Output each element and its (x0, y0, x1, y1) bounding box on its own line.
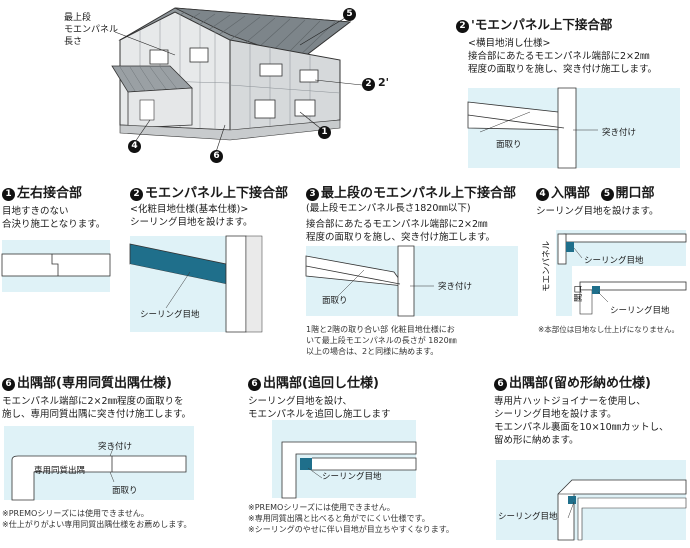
section-2-subtitle: <化粧目地仕様(基本仕様)> (130, 204, 249, 215)
label-6a-corner: 専用同質出隅 (34, 466, 86, 476)
house-marker-5: 5 (343, 8, 356, 21)
label-2prime-butt: 突き付け (602, 128, 637, 138)
section-6c-desc-4: 留め形に納めます。 (494, 435, 579, 446)
section-2prime-title-text: 'モエンパネル上下接合部 (471, 17, 613, 32)
badge-2prime: 2 (456, 20, 469, 33)
section-6a-note-1: ※PREMOシリーズには使用できません。 (2, 509, 149, 518)
label-6a-butt: 突き付け (98, 442, 133, 452)
label-3-butt: 突き付け (438, 282, 473, 292)
section-6a-title-text: 出隅部(専用同質出隅仕様) (17, 376, 172, 391)
badge-6c: 6 (494, 378, 507, 391)
section-6c-desc-3: モエンパネル裏面を10×10㎜カットし、 (494, 422, 669, 433)
diagram-6a (4, 426, 194, 501)
section-2prime: 2'モエンパネル上下接合部 <横目地消し仕様> 接合部にあたるモエンパネル端部に… (456, 14, 686, 76)
label-4-5-sealing-2: シーリング目地 (610, 306, 670, 316)
diagram-3 (305, 245, 518, 317)
badge-3: 3 (306, 188, 319, 201)
section-6b-desc-2: モエンパネルを追回し施工します (248, 409, 391, 420)
label-4-5-panel: モエンパネル (542, 240, 552, 292)
label-2prime-chamfer: 面取り (496, 140, 522, 150)
section-6b-note-3: ※シーリングのやせに伴い目地が目立ちやすくなります。 (248, 525, 454, 534)
section-6c-desc-1: 専用片ハットジョイナーを使用し、 (494, 396, 646, 407)
section-3-desc-1: 接合部にあたるモエンパネル端部に2×2㎜ (306, 219, 488, 230)
diagram-1 (1, 240, 111, 292)
section-6c-title-text: 出隅部(留め形納め仕様) (509, 376, 651, 391)
house-marker-4: 4 (128, 140, 141, 153)
badge-1: 1 (2, 188, 15, 201)
house-marker-2: 2 (362, 78, 375, 91)
diagram-6c (496, 460, 687, 541)
section-4-5-note: ※本部位は目地なし仕上げになりません。 (538, 325, 680, 334)
section-3-title-text: 最上段のモエンパネル上下接合部 (321, 186, 517, 201)
diagram-2prime (467, 87, 680, 169)
section-3-desc-2: 程度の面取りを施し、突き付け施工します。 (306, 232, 496, 243)
section-6a-desc-2: 施し、専用同質出隅に突き付け施工します。 (2, 409, 192, 420)
section-6c-desc-2: シーリング目地を設けます。 (494, 409, 617, 420)
section-6b-title-text: 出隅部(追回し仕様) (263, 376, 379, 391)
badge-6b: 6 (248, 378, 261, 391)
label-2-sealing: シーリング目地 (140, 310, 200, 320)
section-2-desc: シーリング目地を設けます。 (130, 217, 253, 228)
section-3-subtitle: (最上段モエンパネル長さ1820㎜以下) (306, 203, 471, 214)
label-6c-sealing: シーリング目地 (498, 512, 558, 522)
section-3-note-1: 1階と2階の取り合い部 化粧目地仕様にお (306, 325, 455, 334)
house-callout-label: 最上段 モエンパネル 長さ (64, 13, 119, 47)
section-4-5-desc: シーリング目地を設けます。 (536, 206, 659, 217)
section-2prime-title: 2'モエンパネル上下接合部 (456, 14, 686, 33)
section-3-note-3: 以上の場合は、2と同様に納めます。 (306, 347, 439, 356)
section-6a-note-2: ※仕上がりがよい専用同質出隅仕様をお薦めします。 (2, 520, 192, 529)
house-marker-2prime: 2' (378, 76, 390, 89)
house-illustration: 最上段 モエンパネル 長さ 5 2 2' 1 4 6 (0, 0, 440, 170)
label-6b-sealing: シーリング目地 (322, 472, 382, 482)
diagram-2 (129, 235, 263, 333)
section-1-title-text: 左右接合部 (17, 186, 83, 201)
section-2prime-subtitle: <横目地消し仕様> (468, 38, 551, 49)
section-6b-note-2: ※専用同質出隅と比べると角がでにくい仕様です。 (248, 514, 430, 523)
section-3-note-2: いて最上段モエンパネルの長さが 1820㎜ (306, 336, 457, 345)
house-drawing (111, 7, 363, 156)
badge-5: 5 (600, 188, 614, 201)
section-2-title-text: モエンパネル上下接合部 (145, 186, 289, 201)
section-4-title-text: 入隅部 (551, 186, 591, 201)
section-1-desc-2: 合決り施工となります。 (2, 219, 106, 230)
section-6a-desc-1: モエンパネル端部に2×2㎜程度の面取りを (2, 396, 184, 407)
label-4-5-opening: 開口 (574, 284, 584, 302)
diagram-4-5 (556, 230, 687, 316)
section-6b-desc-1: シーリング目地を設け、 (248, 396, 353, 407)
house-marker-6: 6 (210, 150, 223, 163)
badge-6a: 6 (2, 378, 15, 391)
section-6b-notes: ※PREMOシリーズには使用できません。 ※専用同質出隅と比べると角がでにくい仕… (248, 502, 454, 535)
section-1-desc-1: 目地すきのない (2, 206, 69, 217)
badge-2: 2 (130, 188, 143, 201)
section-6b-note-1: ※PREMOシリーズには使用できません。 (248, 503, 395, 512)
diagram-6b (272, 420, 417, 499)
section-2prime-desc-2: 程度の面取りを施し、突き付け施工します。 (468, 64, 658, 75)
badge-4: 4 (536, 188, 549, 201)
label-6a-chamfer: 面取り (112, 486, 138, 496)
label-4-5-sealing-1: シーリング目地 (584, 256, 644, 266)
section-2prime-desc-1: 接合部にあたるモエンパネル端部に2×2㎜ (468, 51, 650, 62)
house-marker-1: 1 (318, 126, 331, 139)
section-3-note: 1階と2階の取り合い部 化粧目地仕様にお いて最上段モエンパネルの長さが 182… (306, 324, 457, 357)
section-6a-notes: ※PREMOシリーズには使用できません。 ※仕上がりがよい専用同質出隅仕様をお薦… (2, 508, 192, 530)
section-5-title-text: 開口部 (615, 186, 655, 201)
label-3-chamfer: 面取り (322, 296, 348, 306)
